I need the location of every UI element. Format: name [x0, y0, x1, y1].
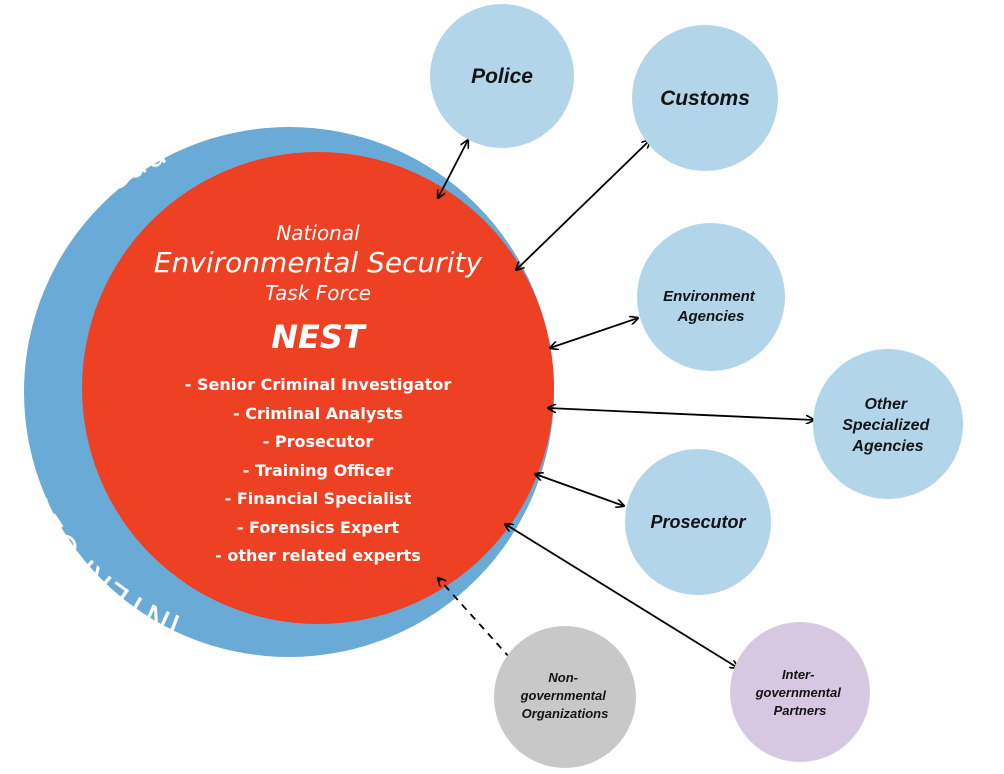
nest-circle — [82, 152, 554, 624]
partner-customs-label: Customs — [660, 87, 750, 110]
intergovernmental-partners-link-arrow — [505, 524, 738, 668]
nest-role-list: - Senior Criminal Investigator - Crimina… — [185, 375, 452, 565]
label-line: Other — [864, 396, 907, 413]
nest-title-task-force: Task Force — [265, 281, 371, 305]
partner-police: Police — [430, 4, 574, 148]
partner-customs: Customs — [632, 25, 778, 171]
partner-environment-agencies: Environment Agencies — [637, 223, 785, 371]
partner-intergovernmental-partners-circle — [730, 622, 870, 762]
environment-agencies-link-arrow — [550, 318, 638, 348]
prosecutor-link-arrow — [535, 474, 624, 506]
partner-intergovernmental-partners-label: Inter- governmental Partners — [755, 667, 845, 718]
nest-title-national: National — [276, 221, 360, 245]
partner-police-circle — [430, 4, 574, 148]
label-line: Partners — [774, 703, 827, 718]
partner-prosecutor-label: Prosecutor — [650, 512, 746, 532]
partner-non-governmental-organizations-label: Non- governmental Organizations — [520, 670, 610, 721]
label-line: Non- — [548, 670, 578, 685]
label-line: Agencies — [677, 308, 745, 325]
customs-link-arrow — [516, 140, 650, 270]
nest-title-environmental-security: Environmental Security — [154, 246, 483, 279]
label-line: governmental — [520, 688, 607, 703]
label-line: Environment — [663, 288, 756, 305]
partner-customs-circle — [632, 25, 778, 171]
role-item: - Criminal Analysts — [233, 404, 403, 423]
label-line: Specialized — [842, 417, 930, 434]
role-item: - Senior Criminal Investigator — [185, 375, 452, 394]
role-item: - Training Officer — [243, 461, 394, 480]
partner-non-governmental-organizations-circle — [494, 626, 636, 768]
partner-environment-agencies-label: Environment Agencies — [663, 288, 759, 325]
partner-prosecutor: Prosecutor — [625, 449, 771, 595]
label-line: Inter- — [782, 667, 815, 682]
role-item: - Prosecutor — [263, 432, 374, 451]
other-specialized-agencies-link-arrow — [548, 408, 814, 420]
role-item: - Forensics Expert — [237, 518, 400, 537]
role-item: - other related experts — [215, 546, 421, 565]
label-line: Agencies — [851, 438, 923, 455]
label-line: Organizations — [522, 706, 609, 721]
partner-non-governmental-organizations: Non- governmental Organizations — [494, 626, 636, 768]
partner-other-specialized-agencies-label: Other Specialized Agencies — [842, 396, 934, 455]
role-item: - Financial Specialist — [225, 489, 412, 508]
partner-prosecutor-circle — [625, 449, 771, 595]
connector-arrows — [438, 140, 814, 668]
non-governmental-organizations-link-arrow — [438, 578, 511, 659]
police-link-arrow — [438, 140, 468, 198]
partner-other-specialized-agencies: Other Specialized Agencies — [813, 349, 963, 499]
partner-environment-agencies-circle — [637, 223, 785, 371]
partner-police-label: Police — [471, 65, 533, 88]
nest-acronym: NEST — [271, 318, 367, 356]
partner-other-specialized-agencies-circle — [813, 349, 963, 499]
partner-intergovernmental-partners: Inter- governmental Partners — [730, 622, 870, 762]
label-line: governmental — [755, 685, 842, 700]
